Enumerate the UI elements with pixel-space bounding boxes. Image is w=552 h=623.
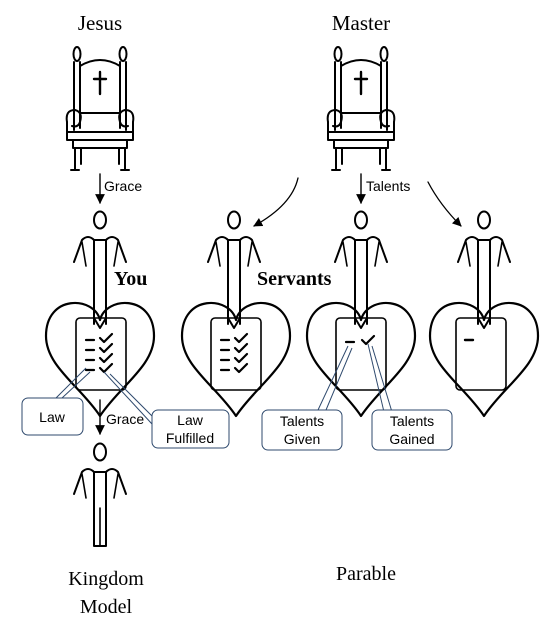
servants-label: Servants <box>257 268 332 290</box>
person-icon-servant-1 <box>207 210 261 329</box>
svg-text:Law: Law <box>177 412 204 428</box>
talents-given-callout-line <box>317 345 353 411</box>
talents-arrow-right <box>427 181 462 227</box>
master-throne-icon <box>326 45 396 172</box>
checklist-icon-you <box>84 332 114 374</box>
grace-label-top: Grace <box>104 178 142 194</box>
svg-text:Gained: Gained <box>389 431 434 447</box>
law-callout: Law <box>21 397 84 436</box>
talents-given-callout: Talents Given <box>261 409 343 451</box>
svg-text:Given: Given <box>284 431 321 447</box>
kingdom-label-line2: Model <box>80 596 133 618</box>
svg-text:Law: Law <box>39 409 66 425</box>
grace-label-bottom: Grace <box>106 411 144 427</box>
master-header: Master <box>332 11 390 35</box>
heart-icon-servant-3 <box>428 301 540 418</box>
talents-gained-callout: Talents Gained <box>371 409 453 451</box>
talents-gained-callout-line <box>367 343 393 413</box>
document-icon-servant-2 <box>335 317 387 391</box>
talents-label: Talents <box>366 178 410 194</box>
kingdom-label-line1: Kingdom <box>68 568 144 590</box>
person-icon-servant-2 <box>334 210 388 329</box>
law-fulfilled-callout: Law Fulfilled <box>151 409 230 449</box>
document-icon-servant-3 <box>455 317 507 391</box>
checklist-icon-servant-1 <box>219 332 249 374</box>
svg-text:Talents: Talents <box>390 413 434 429</box>
law-callout-line <box>55 367 91 399</box>
checklist-icon-servant-2 <box>344 334 376 346</box>
jesus-throne-icon <box>65 45 135 172</box>
parable-label: Parable <box>336 563 396 585</box>
document-icon-you <box>75 317 127 391</box>
person-icon-kingdom-model <box>73 442 127 547</box>
person-icon-servant-3 <box>457 210 511 329</box>
talents-arrow-left <box>253 177 299 227</box>
svg-text:Fulfilled: Fulfilled <box>166 430 214 446</box>
document-icon-servant-1 <box>210 317 262 391</box>
you-label: You <box>114 268 147 290</box>
jesus-header: Jesus <box>78 11 122 35</box>
svg-text:Talents: Talents <box>280 413 324 429</box>
